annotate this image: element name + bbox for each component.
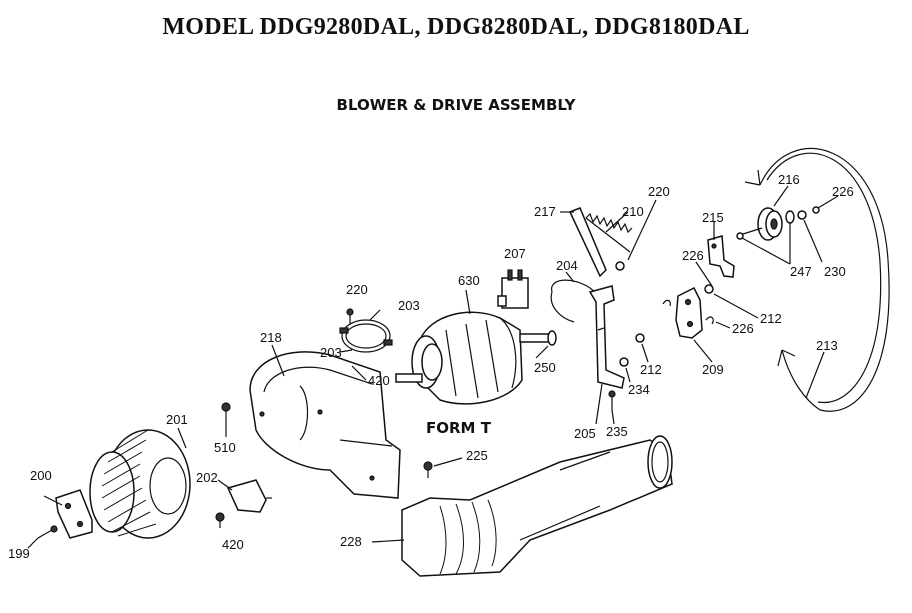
- screw-199: [37, 525, 58, 539]
- idler-bracket-215: [704, 235, 735, 294]
- motor-bracket-205: [588, 285, 645, 410]
- part-label-200: 200: [30, 468, 52, 483]
- diagram-subtitle: BLOWER & DRIVE ASSEMBLY: [336, 96, 576, 114]
- part-label-250: 250: [534, 360, 556, 375]
- part-label-216: 216: [778, 172, 800, 187]
- part-label-420a: 420: [222, 537, 244, 552]
- part-label-199: 199: [8, 546, 30, 561]
- part-labels: 200 199 201 202 420 510 218 220 203 203 …: [8, 172, 854, 561]
- part-label-217: 217: [534, 204, 556, 219]
- diagram-title: MODEL DDG9280DAL, DDG8280DAL, DDG8180DAL: [162, 14, 750, 40]
- leader-lines: [27, 185, 839, 549]
- part-label-220b: 220: [648, 184, 670, 199]
- part-label-204: 204: [556, 258, 578, 273]
- idler-arm-209: [662, 286, 714, 339]
- part-label-218: 218: [260, 330, 282, 345]
- part-label-226a: 226: [682, 248, 704, 263]
- part-label-201: 201: [166, 412, 188, 427]
- motor-mount-204: [550, 279, 601, 323]
- spring-210: [585, 212, 633, 253]
- part-label-234: 234: [628, 382, 650, 397]
- part-label-226b: 226: [832, 184, 854, 199]
- part-label-630: 630: [458, 273, 480, 288]
- part-label-215: 215: [702, 210, 724, 225]
- part-label-203b: 203: [320, 345, 342, 360]
- part-label-213: 213: [816, 338, 838, 353]
- part-label-203a: 203: [398, 298, 420, 313]
- form-label: FORM T: [426, 419, 492, 437]
- blower-wheel-201: [89, 429, 191, 539]
- part-label-225: 225: [466, 448, 488, 463]
- part-label-210: 210: [622, 204, 644, 219]
- part-label-207: 207: [504, 246, 526, 261]
- part-label-230: 230: [824, 264, 846, 279]
- part-label-235: 235: [606, 424, 628, 439]
- exhaust-duct-228: [401, 435, 673, 577]
- blower-housing-218: [249, 351, 401, 499]
- blower-plate-200: [55, 489, 93, 539]
- part-label-212a: 212: [640, 362, 662, 377]
- part-label-510: 510: [214, 440, 236, 455]
- part-label-220a: 220: [346, 282, 368, 297]
- drive-motor-630: [395, 311, 557, 405]
- part-label-205: 205: [574, 426, 596, 441]
- screw-510: [221, 402, 231, 420]
- spring-arm-217: [568, 207, 625, 278]
- part-label-247: 247: [790, 264, 812, 279]
- part-label-212b: 212: [760, 311, 782, 326]
- part-label-209: 209: [702, 362, 724, 377]
- part-label-202: 202: [196, 470, 218, 485]
- clip-202: [226, 479, 272, 513]
- part-label-228: 228: [340, 534, 362, 549]
- screw-420: [215, 512, 225, 528]
- motor-switch-207: [497, 269, 529, 309]
- drive-belt-213: [744, 148, 890, 412]
- screw-225: [423, 461, 433, 478]
- part-label-226c: 226: [732, 321, 754, 336]
- part-label-420b: 420: [368, 373, 390, 388]
- idler-pulley-216: [736, 206, 820, 241]
